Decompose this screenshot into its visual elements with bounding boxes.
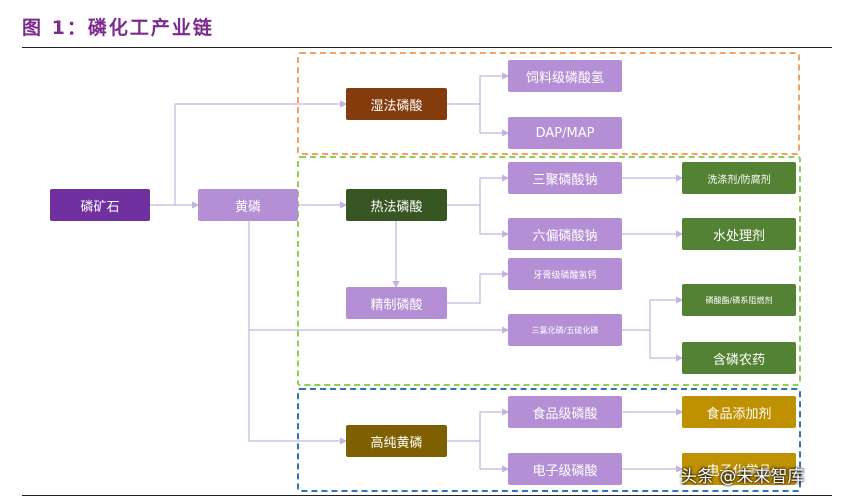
node-yellow-phosphorus: 黄磷 — [198, 189, 298, 221]
node-stpp: 三聚磷酸钠 — [508, 162, 622, 194]
node-feed-grade: 饲料级磷酸氢 — [508, 60, 622, 92]
node-dap-map: DAP/MAP — [508, 117, 622, 149]
node-high-purity-phosphorus: 高纯黄磷 — [346, 425, 447, 457]
node-detergent: 洗涤剂/防腐剂 — [682, 162, 796, 194]
node-water-treatment: 水处理剂 — [682, 218, 796, 250]
node-food-grade-acid: 食品级磷酸 — [508, 396, 622, 428]
figure-title: 图 1：磷化工产业链 — [22, 17, 214, 39]
bottom-rule — [22, 495, 832, 496]
node-flame-retardant: 磷酸酯/磷系阻燃剂 — [682, 284, 796, 316]
watermark: 头条 @未来智库 — [680, 467, 805, 487]
node-food-additive: 食品添加剂 — [682, 396, 796, 428]
node-electronic-chemicals: 电子化学品 — [682, 453, 796, 485]
node-pcl3-pcl5: 三氯化磷/五硫化磷 — [508, 314, 622, 346]
node-electronic-acid: 电子级磷酸 — [508, 453, 622, 485]
thermal-process-group — [297, 156, 801, 386]
node-phosphorus-pesticide: 含磷农药 — [682, 342, 796, 374]
node-wet-phosphoric-acid: 湿法磷酸 — [346, 88, 447, 120]
node-toothpaste-calcium: 牙膏级磷酸氢钙 — [508, 258, 622, 290]
node-phosphate-rock: 磷矿石 — [50, 189, 150, 221]
node-shmp: 六偏磷酸钠 — [508, 218, 622, 250]
node-refined-phosphoric-acid: 精制磷酸 — [346, 287, 447, 319]
node-thermal-phosphoric-acid: 热法磷酸 — [346, 189, 447, 221]
top-rule — [22, 47, 832, 48]
high-purity-group — [297, 388, 801, 492]
